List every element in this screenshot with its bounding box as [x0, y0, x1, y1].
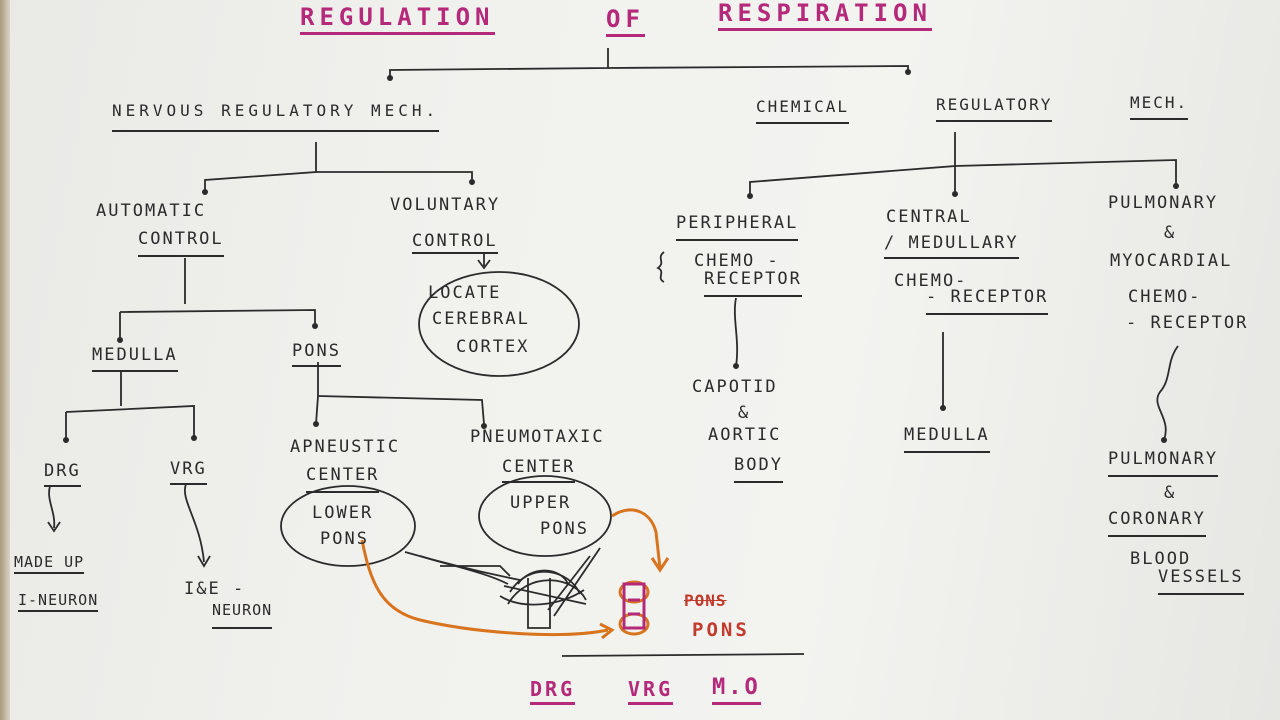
upper-pons-line1: UPPER	[510, 493, 572, 513]
pulmonary-target5: VESSELS	[1158, 568, 1244, 595]
peripheral-line2: CHEMO -	[694, 251, 780, 271]
pulmonary-target4: BLOOD	[1130, 549, 1192, 569]
central-line3: CHEMO-	[894, 271, 968, 291]
upper-pons-arrow	[611, 508, 662, 569]
nervous-regulatory-label: NERVOUS REGULATORY MECH.	[112, 102, 440, 132]
apneustic-line1: APNEUSTIC	[290, 437, 401, 457]
peripheral-target4: BODY	[734, 456, 783, 483]
peripheral-target3: AORTIC	[708, 425, 782, 445]
paper-edge	[0, 0, 10, 720]
pulmonary-line4: CHEMO-	[1128, 287, 1202, 307]
cortex-line1: LOCATE	[428, 283, 502, 303]
pulmonary-line3: MYOCARDIAL	[1110, 251, 1233, 271]
central-target: MEDULLA	[904, 426, 990, 453]
bottom-mo: M.O	[712, 675, 761, 706]
bottom-drg: DRG	[530, 678, 576, 705]
pons-red-label: PONS	[692, 619, 750, 641]
title-respiration: RESPIRATION	[718, 0, 932, 32]
chemical-label-1: CHEMICAL	[756, 98, 850, 124]
vrg-note2: NEURON	[212, 602, 273, 629]
pulmonary-target3: CORONARY	[1108, 510, 1206, 537]
voluntary-line1: VOLUNTARY	[390, 195, 501, 215]
vrg-note1: I&E -	[184, 579, 246, 599]
pulmonary-line1: PULMONARY	[1108, 193, 1219, 213]
pons-top-ellipse	[618, 580, 650, 604]
chemical-label-2: REGULATORY	[936, 96, 1053, 122]
central-line1: CENTRAL	[886, 207, 972, 227]
medulla-label: MEDULLA	[92, 346, 178, 372]
cortex-circle	[418, 271, 580, 377]
pneumotaxic-line1: PNEUMOTAXIC	[470, 427, 605, 447]
title-regulation: REGULATION	[300, 4, 495, 36]
lower-pons-arrow	[360, 539, 609, 636]
apneustic-line2: CENTER	[306, 466, 380, 493]
pons-rect	[622, 582, 646, 630]
drg-label: DRG	[44, 462, 81, 487]
pulmonary-line5: - RECEPTOR	[1126, 313, 1249, 333]
cortex-line2: CEREBRAL	[432, 309, 530, 329]
cortex-line3: CORTEX	[456, 337, 530, 357]
automatic-line1: AUTOMATIC	[96, 201, 207, 221]
peripheral-line3: RECEPTOR	[704, 270, 802, 297]
upper-pons-line2: PONS	[540, 519, 589, 539]
pons-label: PONS	[292, 342, 341, 367]
pneumotaxic-line2: CENTER	[502, 458, 576, 483]
peripheral-target1: CAPOTID	[692, 377, 778, 397]
voluntary-line2: CONTROL	[412, 232, 498, 254]
peripheral-line1: PERIPHERAL	[676, 214, 799, 241]
vrg-label: VRG	[170, 460, 207, 485]
bottom-vrg: VRG	[628, 678, 674, 705]
pulmonary-target2: &	[1164, 483, 1177, 503]
drg-note1: MADE UP	[14, 554, 85, 574]
upper-pons-circle	[478, 475, 612, 557]
drg-note2: I-NEURON	[18, 592, 99, 612]
peripheral-target2: &	[738, 403, 751, 423]
pulmonary-line2: &	[1164, 223, 1177, 243]
lower-pons-line1: LOWER	[312, 503, 374, 523]
pons-crossed-label: PONS	[684, 591, 727, 610]
central-line4: - RECEPTOR	[926, 288, 1049, 315]
lower-pons-line2: PONS	[320, 529, 369, 549]
title-of: OF	[606, 6, 645, 38]
chemical-label-3: MECH.	[1130, 94, 1189, 120]
pulmonary-target1: PULMONARY	[1108, 450, 1219, 477]
lower-pons-circle	[280, 485, 416, 567]
central-line2: / MEDULLARY	[884, 234, 1019, 259]
automatic-line2: CONTROL	[138, 230, 224, 257]
